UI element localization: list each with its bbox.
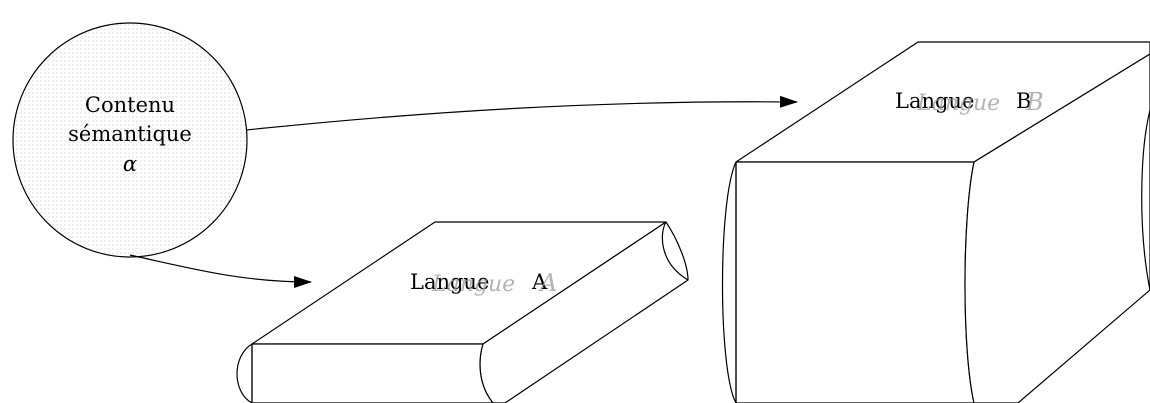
book-a-front [251,343,494,403]
book-a-script-letter: A [538,269,557,297]
book-b-script-overlay: Langue [916,91,1000,116]
arrow-to-book-b [245,95,798,131]
book-a [236,221,689,403]
book-a-script-overlay: Langue [431,272,515,297]
book-b-front [735,161,975,403]
circle-label-line2: sémantique [68,122,192,146]
book-a-word: Langue [410,270,489,294]
arrow-to-book-a [129,254,312,288]
book-b-word: Langue [895,89,974,113]
book-a-title: Langue A Langue A [410,269,557,297]
semantic-content-circle: Contenu sémantique α [12,22,248,258]
book-a-letter: A [531,270,548,294]
book-b-title: Langue B Langue B [895,88,1044,116]
book-b [721,41,1150,403]
book-b-letter: B [1016,89,1031,113]
book-b-spine [964,53,1150,403]
circle-label-line1: Contenu [85,93,175,117]
book-b-script-letter: B [1025,88,1044,116]
circle-alpha-symbol: α [123,152,137,176]
